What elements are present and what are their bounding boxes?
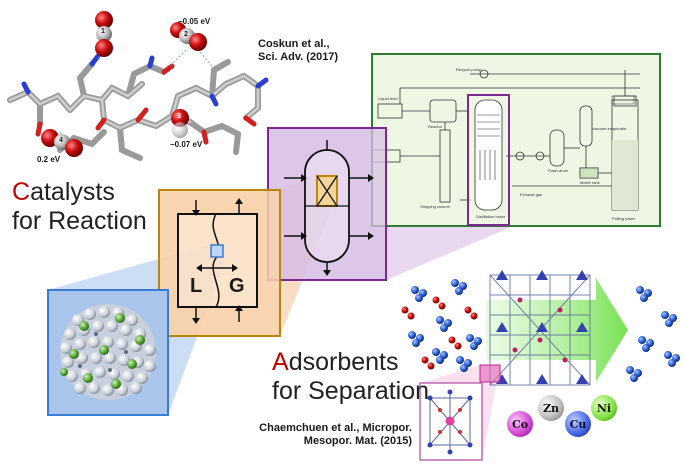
coskun-citation: Coskun et al., Sci. Adv. (2017) (258, 38, 338, 64)
catalysts-rest: atalysts (30, 178, 115, 206)
energy-label-1: −0.05 eV (178, 17, 211, 26)
catalyst-molecule (7, 11, 269, 161)
co2-number-4: 4 (59, 137, 63, 144)
metal-ion-zn: Zn (538, 395, 564, 421)
separation-illustration (401, 270, 680, 461)
flowsheet-label-flash: Flash drum (548, 168, 569, 173)
adsorbents-rest: dsorbents (288, 348, 399, 376)
catalysts-heading-line1: Catalysts (12, 178, 147, 207)
adsorbents-initial: A (272, 348, 289, 376)
adsorbents-heading-line2: for Separation (272, 377, 430, 405)
flowsheet-text: Distillation tower Flash drum Stripping … (378, 67, 636, 221)
flowsheet-label-pump: Recycle pump (456, 67, 482, 72)
energy-label-3: −0.07 eV (170, 140, 203, 149)
flowsheet-label-prilling: Prilling tower (612, 216, 636, 221)
liquid-label: L (190, 275, 203, 297)
chaemchuen-citation: Chaemchuen et al., Micropor. Mesopor. Ma… (226, 422, 412, 448)
co2-molecule-3 (171, 109, 189, 138)
flowsheet-label-exhaust: Exhaust gas (520, 192, 542, 197)
mixed-gas-molecules (401, 279, 482, 372)
catalysts-initial: C (12, 178, 31, 206)
adsorbents-heading-line1: Adsorbents (272, 348, 429, 377)
chaemchuen-citation-line2: Mesopor. Mat. (2015) (303, 435, 412, 447)
gas-label: G (229, 275, 245, 297)
energy-label-2: 0.2 eV (37, 155, 61, 164)
catalysts-heading: Catalysts for Reaction (12, 178, 147, 236)
co2-molecule-4 (41, 129, 83, 157)
flowsheet-label-distillation: Distillation tower (476, 214, 506, 219)
separated-gas-molecules (626, 286, 680, 382)
flowsheet-label-feed: Liquid feed (378, 96, 398, 101)
adsorbents-heading: Adsorbents for Separation (272, 348, 429, 406)
flowsheet-label-melter: Melter tank (580, 180, 600, 185)
co2-number-1: 1 (101, 28, 105, 35)
metal-ion-ni: Ni (591, 395, 617, 421)
flowsheet-label-reactor: Reactor (428, 124, 443, 129)
coskun-citation-line2: Sci. Adv. (2017) (258, 51, 339, 63)
unit-cell-panel (419, 382, 483, 461)
co2-number-3: 3 (177, 113, 181, 120)
metal-ion-cu: Cu (565, 411, 591, 437)
chaemchuen-citation-line1: Chaemchuen et al., Micropor. (259, 422, 412, 434)
co2-number-2: 2 (184, 31, 188, 38)
coskun-citation-line1: Coskun et al., (258, 38, 330, 50)
metal-ion-co: Co (507, 411, 533, 437)
flowsheet-label-stripping: Stripping column (420, 204, 450, 209)
distillation-tower (467, 94, 510, 226)
co2-molecule-1 (95, 11, 113, 57)
framework-nodes (496, 270, 588, 384)
flowsheet-label-evaporator: Vacuum evaporator (592, 126, 627, 131)
particle-cluster (60, 304, 156, 400)
catalysts-heading-line2: for Reaction (12, 207, 147, 235)
framework-lattice (489, 274, 591, 386)
reactor-vessel-panel (267, 127, 387, 281)
co2-molecule-2 (170, 22, 207, 51)
gas-liquid-interface-panel (158, 189, 281, 337)
flow-arrow (486, 278, 628, 382)
process-flowsheet (371, 53, 661, 227)
mof-particle-panel (47, 289, 169, 416)
